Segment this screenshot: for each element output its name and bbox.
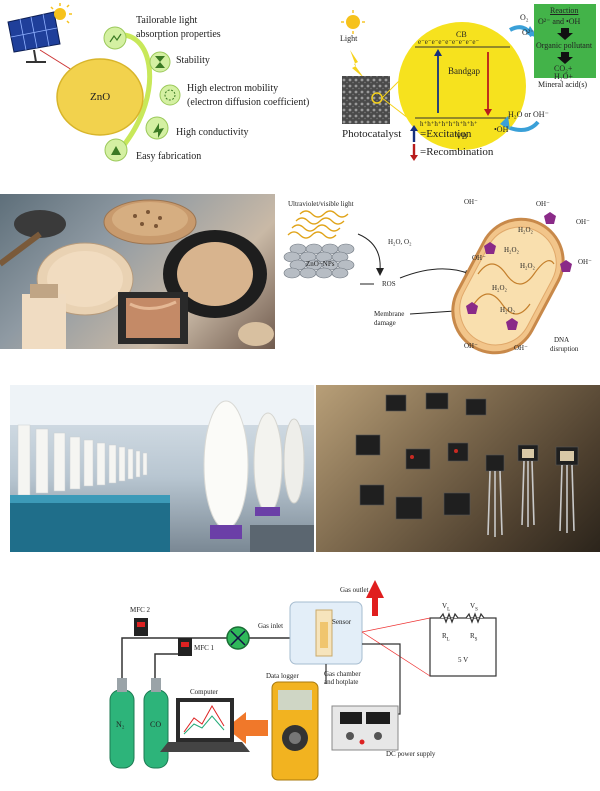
recombination-legend: =Recombination: [420, 146, 494, 158]
electronic-components-photo: [316, 385, 600, 552]
bacterium-cell: [451, 217, 565, 355]
light-waves: [287, 210, 349, 239]
n2-label: N₂: [116, 720, 125, 729]
sun-icon: [50, 3, 72, 24]
oh-label-5: OH⁻: [578, 258, 592, 266]
data-arrow: [226, 712, 268, 744]
vl-label: VL: [442, 602, 451, 613]
gas-chamber-label-1: Gas chamber: [324, 670, 361, 678]
membrane-label-1: Membrane: [374, 310, 405, 318]
laptop-computer: [160, 698, 250, 752]
data-logger-label: Data logger: [266, 672, 299, 680]
photocatalyst-label: Photocatalyst: [342, 128, 402, 140]
ros-label: ROS: [382, 280, 396, 288]
textile-factory-photo: [10, 385, 314, 552]
h2o2-label-2: H₂O₂: [504, 246, 519, 254]
circuit-diagram: [429, 612, 497, 677]
gas-outlet-label: Gas outlet: [340, 586, 369, 594]
prop-fabrication: Easy fabrication: [136, 151, 202, 162]
antibacterial-panel: Ultraviolet/visible light ZnO−NPs H₂O, O…: [278, 194, 600, 362]
vs-label: VS: [470, 602, 478, 613]
sensor-label: Sensor: [332, 618, 352, 626]
zno-nps-layers: [283, 243, 355, 279]
lightning-icon: [350, 50, 364, 78]
o2-minus-label: O²⁻: [522, 28, 535, 37]
oh-label-3: OH⁻: [576, 218, 590, 226]
reaction-line5: Mineral acid(s): [538, 80, 588, 89]
h2o2-label-3: H₂O₂: [520, 262, 535, 270]
excitation-legend: =Excitation: [420, 128, 472, 140]
antibacterial-graphics: [283, 210, 572, 355]
mfc1-label: MFC 1: [194, 644, 215, 652]
photocatalysis-panel: Light Photocatalyst CB e⁻e⁻e⁻e⁻e⁻e⁻e⁻e⁻e…: [330, 0, 600, 170]
gas-sensing-setup-panel: MFC 2 MFC 1 Gas inlet Gas outlet Sensor …: [100, 574, 500, 786]
h2o2-label-1: H₂O₂: [518, 226, 533, 234]
oh-label-1: OH⁻: [464, 198, 478, 206]
zno-center-label: ZnO: [90, 91, 111, 103]
dc-power-label: DC power supply: [386, 750, 436, 758]
n2-cylinder: [109, 678, 135, 769]
zno-diagram-graphics: [7, 3, 181, 162]
reaction-line3: CO₂+: [554, 64, 573, 73]
reaction-line2: Organic pollutant: [536, 41, 593, 50]
zno-properties-panel: ZnO Tailorable light absorption properti…: [0, 0, 330, 170]
data-logger: [271, 681, 319, 781]
h2o-label: H₂O or OH⁻: [508, 110, 549, 119]
prop-light-2: absorption properties: [136, 29, 221, 40]
dna-label-1: DNA: [554, 336, 570, 344]
bandgap-label: Bandgap: [448, 66, 480, 76]
vb-label: VB: [456, 132, 468, 141]
dc-power-supply: [331, 705, 399, 751]
oh-label-2: OH⁻: [536, 200, 550, 208]
gas-chamber-label-2: and hotplate: [324, 678, 359, 686]
photocatalysis-graphics: [341, 4, 596, 161]
membrane-damage-sites: [466, 212, 572, 330]
electrons-label: e⁻e⁻e⁻e⁻e⁻e⁻e⁻e⁻e⁻: [418, 38, 480, 46]
prop-stability: Stability: [176, 55, 210, 66]
membrane-label-2: damage: [374, 319, 396, 327]
h2o2-label-4: H₂O₂: [492, 284, 507, 292]
dna-label-2: disruption: [550, 345, 579, 353]
oh-label-7: OH⁻: [514, 344, 528, 352]
cb-label: CB: [456, 30, 467, 39]
solar-panel-icon: [7, 11, 61, 63]
gas-inlet-label: Gas inlet: [258, 622, 284, 630]
rl-label: RL: [442, 632, 450, 643]
uv-light-label: Ultraviolet/visible light: [288, 200, 354, 208]
reaction-line4: H₂O+: [554, 72, 573, 81]
prop-mobility-1: High electron mobility: [187, 83, 279, 94]
h2o-o2-label: H₂O, O₂: [388, 238, 412, 246]
light-label: Light: [340, 34, 358, 43]
h2o2-label-5: H₂O₂: [500, 306, 515, 314]
zno-nps-label: ZnO−NPs: [306, 260, 335, 268]
mfc2-label: MFC 2: [130, 606, 151, 614]
reaction-line1: O²⁻ and •OH: [538, 17, 581, 26]
cosmetics-photo: [0, 194, 275, 349]
holes-label: h⁺h⁺h⁺h⁺h⁺h⁺h⁺h⁺: [420, 120, 478, 128]
gas-outlet-arrow: [366, 580, 384, 598]
computer-label: Computer: [190, 688, 218, 696]
co-cylinder: [143, 678, 169, 769]
prop-mobility-2: (electron diffusion coefficient): [187, 97, 310, 108]
rs-label: RS: [470, 632, 478, 643]
reaction-title: Reaction: [550, 6, 579, 15]
prop-light-1: Tailorable light: [136, 15, 198, 26]
co-label: CO: [150, 720, 162, 729]
oh-label-4: OH⁻: [472, 254, 486, 262]
o2-label: O₂: [520, 13, 529, 22]
sun-icon: [341, 10, 365, 34]
five-volt-label: 5 V: [458, 656, 469, 664]
gas-setup-graphics: [109, 580, 497, 781]
prop-conductivity: High conductivity: [176, 127, 249, 138]
oh-label-6: OH⁻: [464, 342, 478, 350]
oh-label: •OH: [494, 125, 509, 134]
